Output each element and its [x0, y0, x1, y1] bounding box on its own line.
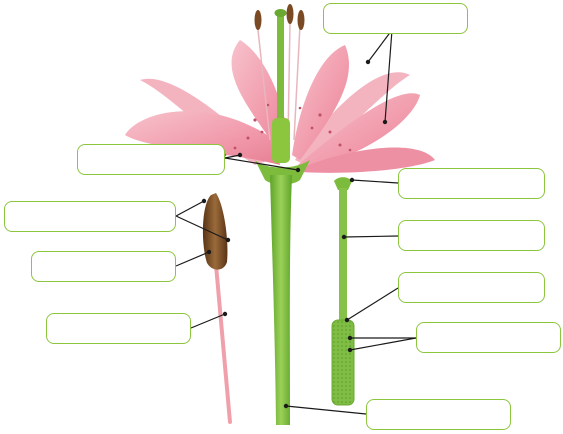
- pistil-style: [339, 188, 347, 323]
- flower-ovary: [272, 118, 290, 163]
- label-box-filament[interactable]: [46, 313, 191, 344]
- label-box-ovary[interactable]: [416, 322, 561, 353]
- label-box-pollen[interactable]: [31, 251, 176, 282]
- stamen-filament: [216, 265, 230, 422]
- pistil-detail: [332, 177, 354, 405]
- label-box-stalk[interactable]: [366, 399, 511, 430]
- stamen-detail: [203, 193, 230, 422]
- label-box-petal[interactable]: [323, 3, 468, 34]
- label-box-anther[interactable]: [4, 201, 176, 232]
- stamen-anther: [203, 193, 228, 270]
- label-box-style[interactable]: [398, 220, 545, 251]
- pistil-ovary: [332, 320, 354, 405]
- label-box-sepal-receptacle[interactable]: [77, 144, 225, 175]
- label-box-stigma[interactable]: [398, 168, 545, 199]
- flower-style: [277, 14, 284, 124]
- flower-stalk: [270, 175, 292, 425]
- label-box-pistil-base[interactable]: [398, 272, 545, 303]
